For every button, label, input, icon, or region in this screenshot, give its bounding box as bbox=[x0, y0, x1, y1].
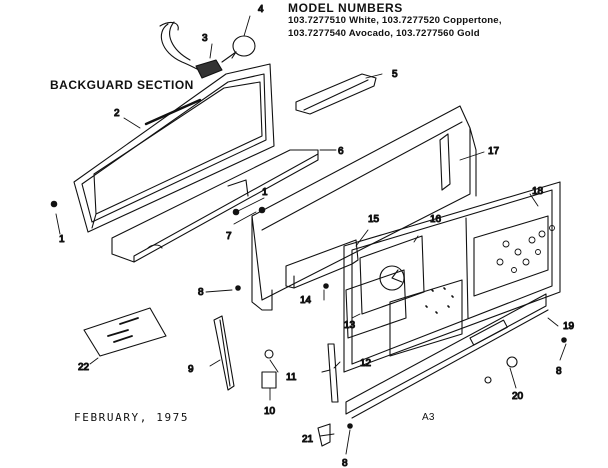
switch-bar bbox=[321, 343, 339, 403]
callout-8-left: 8 bbox=[198, 287, 204, 298]
screw-7 bbox=[258, 206, 266, 214]
callout-16: 16 bbox=[430, 214, 442, 225]
screw-19 bbox=[561, 337, 567, 343]
callout-12: 12 bbox=[360, 358, 372, 369]
infinite-switch bbox=[261, 349, 277, 389]
callout-11: 11 bbox=[286, 372, 297, 383]
callout-8-right: 8 bbox=[556, 366, 562, 377]
callout-9: 9 bbox=[188, 364, 194, 375]
top-trim bbox=[295, 73, 377, 115]
callout-4: 4 bbox=[258, 4, 264, 15]
callout-3: 3 bbox=[202, 33, 208, 44]
screw-14 bbox=[323, 283, 329, 289]
callout-19: 19 bbox=[563, 321, 575, 332]
backguard-shell bbox=[251, 105, 477, 311]
backguard-frame bbox=[73, 63, 275, 233]
side-bracket bbox=[213, 315, 235, 391]
screw-8-bottom bbox=[347, 423, 353, 429]
callout-18: 18 bbox=[532, 186, 544, 197]
callout-10: 10 bbox=[264, 406, 276, 417]
callout-1-center: 1 bbox=[262, 187, 268, 198]
callout-7: 7 bbox=[226, 231, 232, 242]
leader-lines bbox=[55, 15, 567, 455]
callout-5: 5 bbox=[392, 69, 398, 80]
trim-strip bbox=[345, 293, 549, 419]
model-numbers-line-2: 103.7277540 Avocado, 103.7277560 Gold bbox=[288, 28, 480, 39]
backguard-section-title: BACKGUARD SECTION bbox=[50, 78, 194, 92]
callout-13: 13 bbox=[344, 320, 356, 331]
instruction-card bbox=[83, 307, 167, 357]
screw-1-left bbox=[50, 200, 58, 208]
diagram-date: FEBRUARY, 1975 bbox=[74, 411, 190, 424]
screw-8-left bbox=[235, 285, 241, 291]
bracket-clip bbox=[317, 423, 331, 447]
clock-dial-dots bbox=[425, 287, 454, 314]
page-code: A3 bbox=[422, 412, 435, 423]
callout-labels: 4 3 5 2 6 17 18 1 1 7 15 16 8 14 13 12 1… bbox=[58, 3, 575, 468]
clock-assembly bbox=[345, 235, 454, 339]
lower-bracket bbox=[111, 149, 319, 263]
callout-22: 22 bbox=[78, 362, 90, 373]
model-numbers-line-1: 103.7277510 White, 103.7277520 Copperton… bbox=[288, 15, 502, 26]
callout-21: 21 bbox=[302, 434, 314, 445]
callout-20: 20 bbox=[512, 391, 524, 402]
lamp-assembly bbox=[159, 21, 256, 79]
callout-17: 17 bbox=[488, 146, 500, 157]
clock-support bbox=[285, 239, 359, 289]
panel-decorative-flowers bbox=[496, 225, 555, 273]
callout-2: 2 bbox=[114, 108, 120, 119]
callout-8-bottom: 8 bbox=[342, 458, 348, 468]
control-panel bbox=[343, 181, 561, 373]
callout-1-left: 1 bbox=[59, 234, 65, 245]
callout-15: 15 bbox=[368, 214, 380, 225]
callout-6: 6 bbox=[338, 146, 344, 157]
callout-14: 14 bbox=[300, 295, 312, 306]
model-numbers-title: MODEL NUMBERS bbox=[288, 1, 403, 15]
